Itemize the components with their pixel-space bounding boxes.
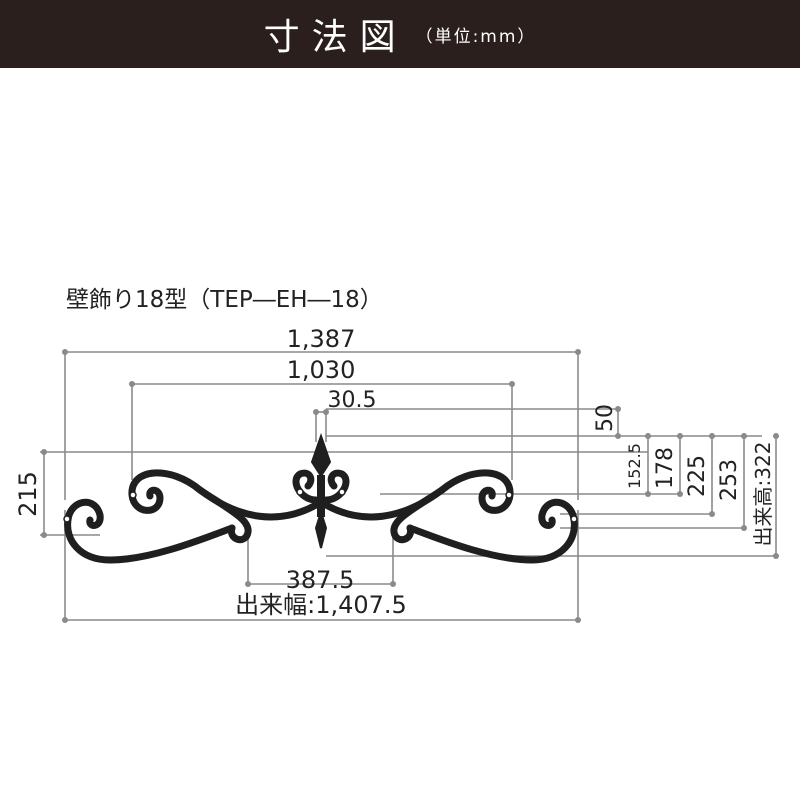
ornament-scrollwork bbox=[64, 469, 578, 564]
dim-label-215: 215 bbox=[14, 471, 42, 517]
page-title: 寸法図 bbox=[263, 17, 408, 58]
dim-label-center: 30.5 bbox=[328, 388, 377, 413]
unit-label: （単位:mm） bbox=[415, 26, 537, 47]
ornament-center-spear bbox=[310, 432, 332, 549]
product-caption: 壁飾り18型（TEP―EH―18） bbox=[66, 287, 383, 313]
dimension-dots bbox=[41, 349, 779, 623]
dim-label-152: 152.5 bbox=[625, 443, 644, 489]
header-bar: 寸法図 （単位:mm） bbox=[0, 0, 800, 68]
dim-label-bottom-inner: 387.5 bbox=[286, 566, 355, 594]
dim-label-50: 50 bbox=[593, 404, 618, 432]
dim-label-top-overall: 1,387 bbox=[287, 325, 356, 353]
dim-label-overall-width: 出来幅:1,407.5 bbox=[235, 591, 407, 619]
dim-label-253: 253 bbox=[717, 459, 742, 501]
dim-label-225: 225 bbox=[685, 455, 710, 497]
dim-label-overall-height: 出来高:322 bbox=[751, 442, 775, 547]
dim-label-top-inner: 1,030 bbox=[287, 356, 356, 384]
dim-label-178: 178 bbox=[653, 447, 678, 489]
ornament-rivets bbox=[63, 488, 578, 523]
